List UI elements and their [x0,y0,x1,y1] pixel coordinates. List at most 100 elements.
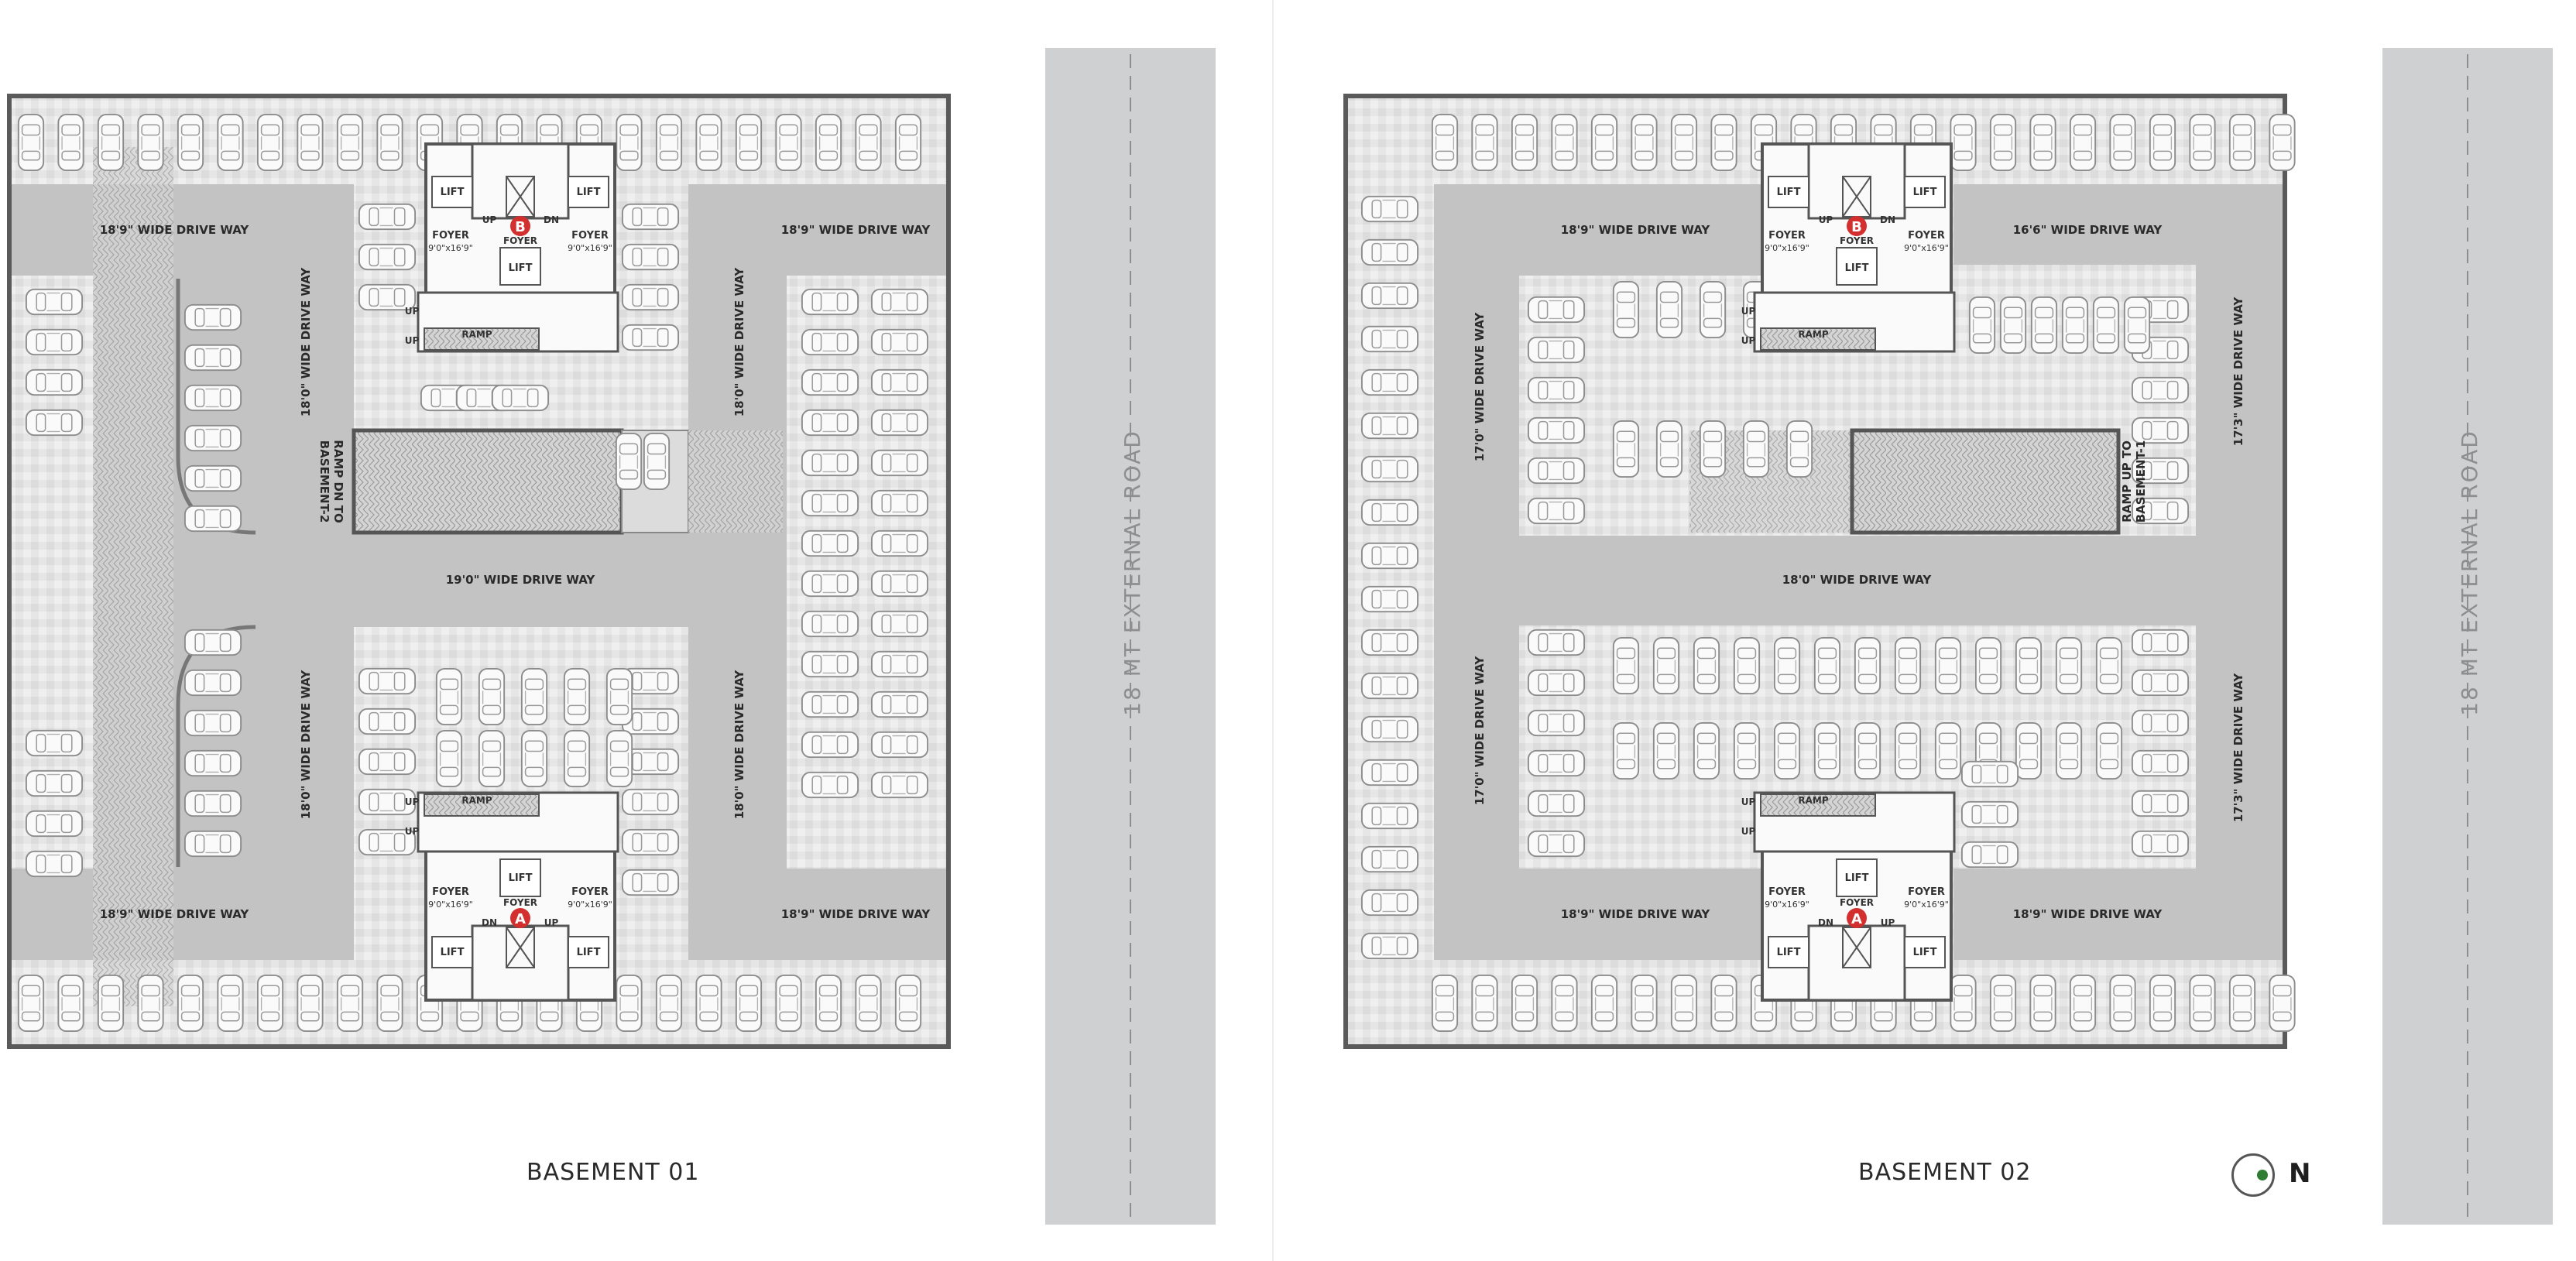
parked-car-icon [870,690,929,718]
parked-car-icon [894,974,922,1033]
parked-car-icon [1527,296,1586,324]
parked-car-icon [358,203,417,231]
parked-car-icon [137,113,164,172]
parked-car-icon [563,729,591,788]
parked-car-icon [870,409,929,437]
b1-core-top-lift-bottom: LIFT [509,262,533,274]
b2-drive-v-left-upper: 17'0" WIDE DRIVE WAY [1473,312,1487,462]
parked-car-icon [1699,280,1727,339]
parked-car-icon [184,384,242,412]
basement-01-plan: B LIFT LIFT LIFT FOYER 9'0"x16'9" FOYER … [7,94,951,1049]
parked-car-icon [1360,802,1419,830]
parked-car-icon [1360,629,1419,656]
b1-core-bottom-badge-circle [510,908,530,928]
parked-car-icon [1934,721,1962,780]
parked-car-icon [695,113,722,172]
parked-car-icon [25,850,84,878]
b1-core-top: B LIFT LIFT LIFT FOYER 9'0"x16'9" FOYER … [405,142,619,353]
parked-car-icon [478,667,506,726]
b1-core-bottom-foyer-left-dim: 9'0"x16'9" [428,899,473,910]
parked-car-icon [2131,416,2190,444]
parked-car-icon [1742,420,1770,478]
b1-core-top-foyer-mid: FOYER [503,235,537,246]
parked-car-icon [1612,420,1640,478]
parked-car-icon [801,529,859,557]
parked-car-icon [1511,974,1538,1033]
b1-core-top-lift-left: LIFT [441,187,465,198]
parked-car-icon [184,629,242,656]
parked-car-icon [1894,636,1922,695]
parked-car-icon [1710,113,1737,172]
parked-car-icon [801,771,859,799]
b2-core-bottom-badge-circle [1847,908,1867,928]
parked-car-icon [1894,721,1922,780]
b1-core-bottom-foyer-right: FOYER [571,886,609,898]
b2-ramp-label-line1: RAMP UP TO [2120,440,2134,523]
parked-car-icon [655,113,683,172]
parked-car-icon [376,974,403,1033]
parked-car-icon [2123,296,2151,355]
parked-car-icon [2095,636,2123,695]
parked-car-icon [621,869,680,896]
parked-car-icon [97,974,125,1033]
parked-car-icon [1999,296,2027,355]
parked-car-icon [621,788,680,816]
parked-car-icon [17,974,45,1033]
parked-car-icon [1960,760,2019,788]
parked-car-icon [2029,974,2056,1033]
b2-core-bottom-lift-left: LIFT [1777,947,1801,958]
parked-car-icon [643,432,671,491]
parked-car-icon [1934,636,1962,695]
b1-core-bottom-foyer-mid: FOYER [503,897,537,908]
parked-car-icon [520,729,548,788]
b2-core-bottom-ramp: RAMP [1798,795,1828,806]
parked-car-icon [25,810,84,838]
b1-core-bottom-lift-top: LIFT [509,872,533,884]
b1-core-bottom-foyer-right-dim: 9'0"x16'9" [568,899,612,910]
b2-core-top-foyer-left: FOYER [1768,230,1806,242]
parked-car-icon [621,203,680,231]
b2-core-top-lift-right: LIFT [1913,187,1937,198]
parked-car-icon [1360,238,1419,266]
b2-core-bottom: A LIFT LIFT LIFT FOYER 9'0"x16'9" FOYER … [1741,791,1956,1002]
b1-core-bottom: A LIFT LIFT LIFT FOYER 9'0"x16'9" FOYER … [405,791,619,1002]
parked-car-icon [1360,542,1419,570]
parked-car-icon [1527,416,1586,444]
parked-car-icon [1813,721,1841,780]
b2-driveways [1434,184,2283,960]
parked-car-icon [57,113,84,172]
parked-car-icon [870,449,929,477]
parked-car-icon [1652,636,1680,695]
road-label-1: 18 MT EXTERNAL ROAD [1120,430,1145,716]
parked-car-icon [870,610,929,638]
b1-core-bottom-up: UP [544,917,559,928]
b1-drive-v-right-lower: 18'0" WIDE DRIVE WAY [732,670,746,820]
parked-car-icon [1950,113,1977,172]
parked-car-icon [2095,721,2123,780]
parked-car-icon [801,328,859,356]
b1-drive-center: 19'0" WIDE DRIVE WAY [446,573,596,587]
parked-car-icon [336,113,364,172]
parked-car-icon [801,489,859,517]
parked-car-icon [1670,974,1698,1033]
parked-car-icon [435,729,463,788]
parked-car-icon [801,409,859,437]
b2-core-top-ramp: RAMP [1798,329,1828,340]
b2-core-top-up-stair-1: UP [1741,306,1756,317]
parked-car-icon [17,113,45,172]
parked-car-icon [870,650,929,678]
parked-car-icon [1360,672,1419,700]
parked-car-icon [1360,932,1419,960]
b1-core-top-ramp: RAMP [461,329,492,340]
b2-core-top-foyer-left-dim: 9'0"x16'9" [1765,243,1809,253]
parked-car-icon [1527,830,1586,858]
parked-car-icon [870,328,929,356]
parked-car-icon [2269,974,2296,1033]
parked-car-icon [1360,715,1419,743]
parked-car-icon [801,610,859,638]
b2-core-top-up: UP [1819,214,1833,225]
parked-car-icon [1710,974,1737,1033]
b2-drive-v-left-lower: 17'0" WIDE DRIVE WAY [1473,656,1487,806]
parked-car-icon [1813,636,1841,695]
parked-car-icon [1527,336,1586,364]
